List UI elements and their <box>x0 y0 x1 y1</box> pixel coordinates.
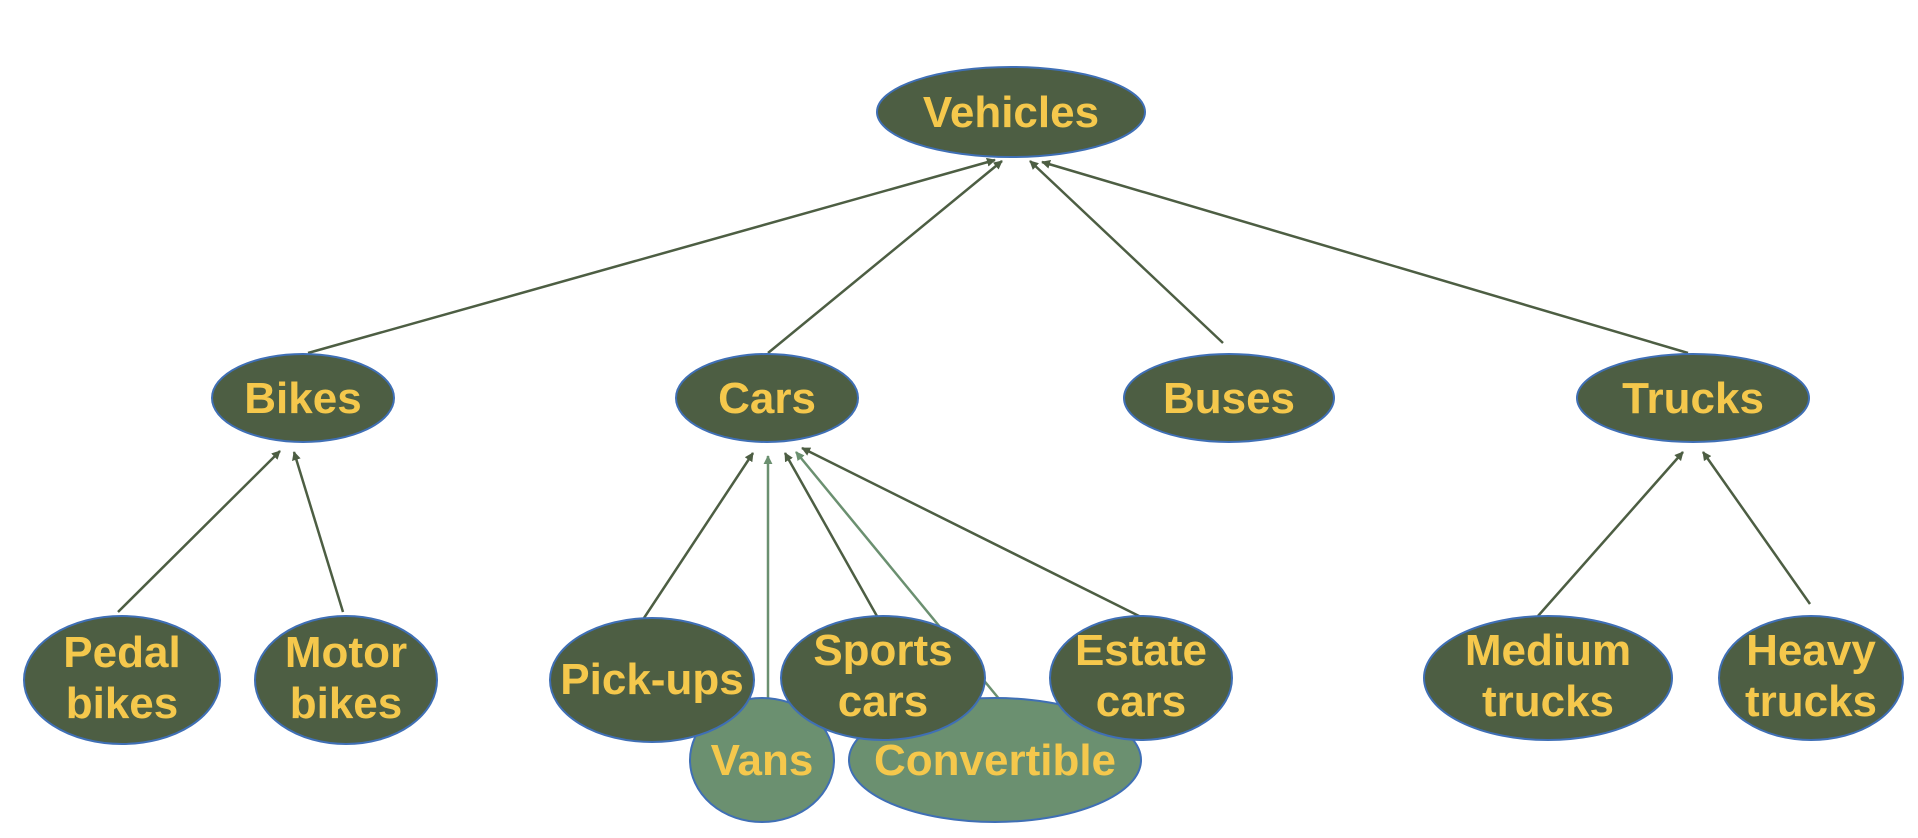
node-vehicles: Vehicles <box>876 66 1146 158</box>
node-convertible-label: Convertible <box>874 736 1116 785</box>
edge-trucks-vehicles <box>1041 159 1689 355</box>
node-pedal-bikes-line1: Pedal <box>63 628 180 677</box>
node-pick-ups: Pick-ups <box>549 617 755 743</box>
edge-medium-trucks-trucks <box>1537 451 1684 617</box>
node-vans: Vans <box>689 697 835 823</box>
node-estate-cars-line2: cars <box>1096 677 1187 726</box>
edge-pick-ups-cars <box>642 452 755 619</box>
edge-estate-cars-cars <box>801 446 1144 620</box>
node-estate-cars: Estate cars <box>1049 615 1233 741</box>
node-bikes: Bikes <box>211 353 395 443</box>
node-heavy-trucks-line2: trucks <box>1745 677 1877 726</box>
node-heavy-trucks: Heavy trucks <box>1718 615 1904 741</box>
edge-bikes-vehicles <box>307 157 996 355</box>
edge-buses-vehicles <box>1029 160 1224 344</box>
edges <box>117 157 1812 701</box>
node-pedal-bikes-line2: bikes <box>66 679 179 728</box>
edge-heavy-trucks-trucks <box>1701 451 1812 605</box>
node-medium-trucks-line1: Medium <box>1465 626 1631 675</box>
node-cars-label: Cars <box>718 374 816 423</box>
node-estate-cars-line1: Estate <box>1075 626 1207 675</box>
edge-cars-vehicles <box>767 160 1003 354</box>
node-trucks: Trucks <box>1576 353 1810 443</box>
edge-pedal-bikes-bikes <box>117 450 281 613</box>
node-motor-bikes: Motor bikes <box>254 615 438 745</box>
node-pick-ups-label: Pick-ups <box>560 655 743 704</box>
node-bikes-label: Bikes <box>244 374 361 423</box>
node-cars: Cars <box>675 353 859 443</box>
node-pedal-bikes: Pedal bikes <box>23 615 221 745</box>
node-vans-label: Vans <box>711 736 814 785</box>
node-medium-trucks: Medium trucks <box>1423 615 1673 741</box>
node-motor-bikes-line2: bikes <box>290 679 403 728</box>
node-medium-trucks-line2: trucks <box>1482 677 1614 726</box>
node-trucks-label: Trucks <box>1622 374 1764 423</box>
edge-motor-bikes-bikes <box>292 451 345 613</box>
node-buses: Buses <box>1123 353 1335 443</box>
edge-sports-cars-cars <box>783 452 880 619</box>
node-sports-cars: Sports cars <box>780 615 986 741</box>
node-buses-label: Buses <box>1163 374 1295 423</box>
node-motor-bikes-line1: Motor <box>285 628 407 677</box>
node-sports-cars-line1: Sports <box>813 626 952 675</box>
node-sports-cars-line2: cars <box>838 677 929 726</box>
node-vehicles-label: Vehicles <box>923 88 1099 137</box>
node-heavy-trucks-line1: Heavy <box>1746 626 1876 675</box>
